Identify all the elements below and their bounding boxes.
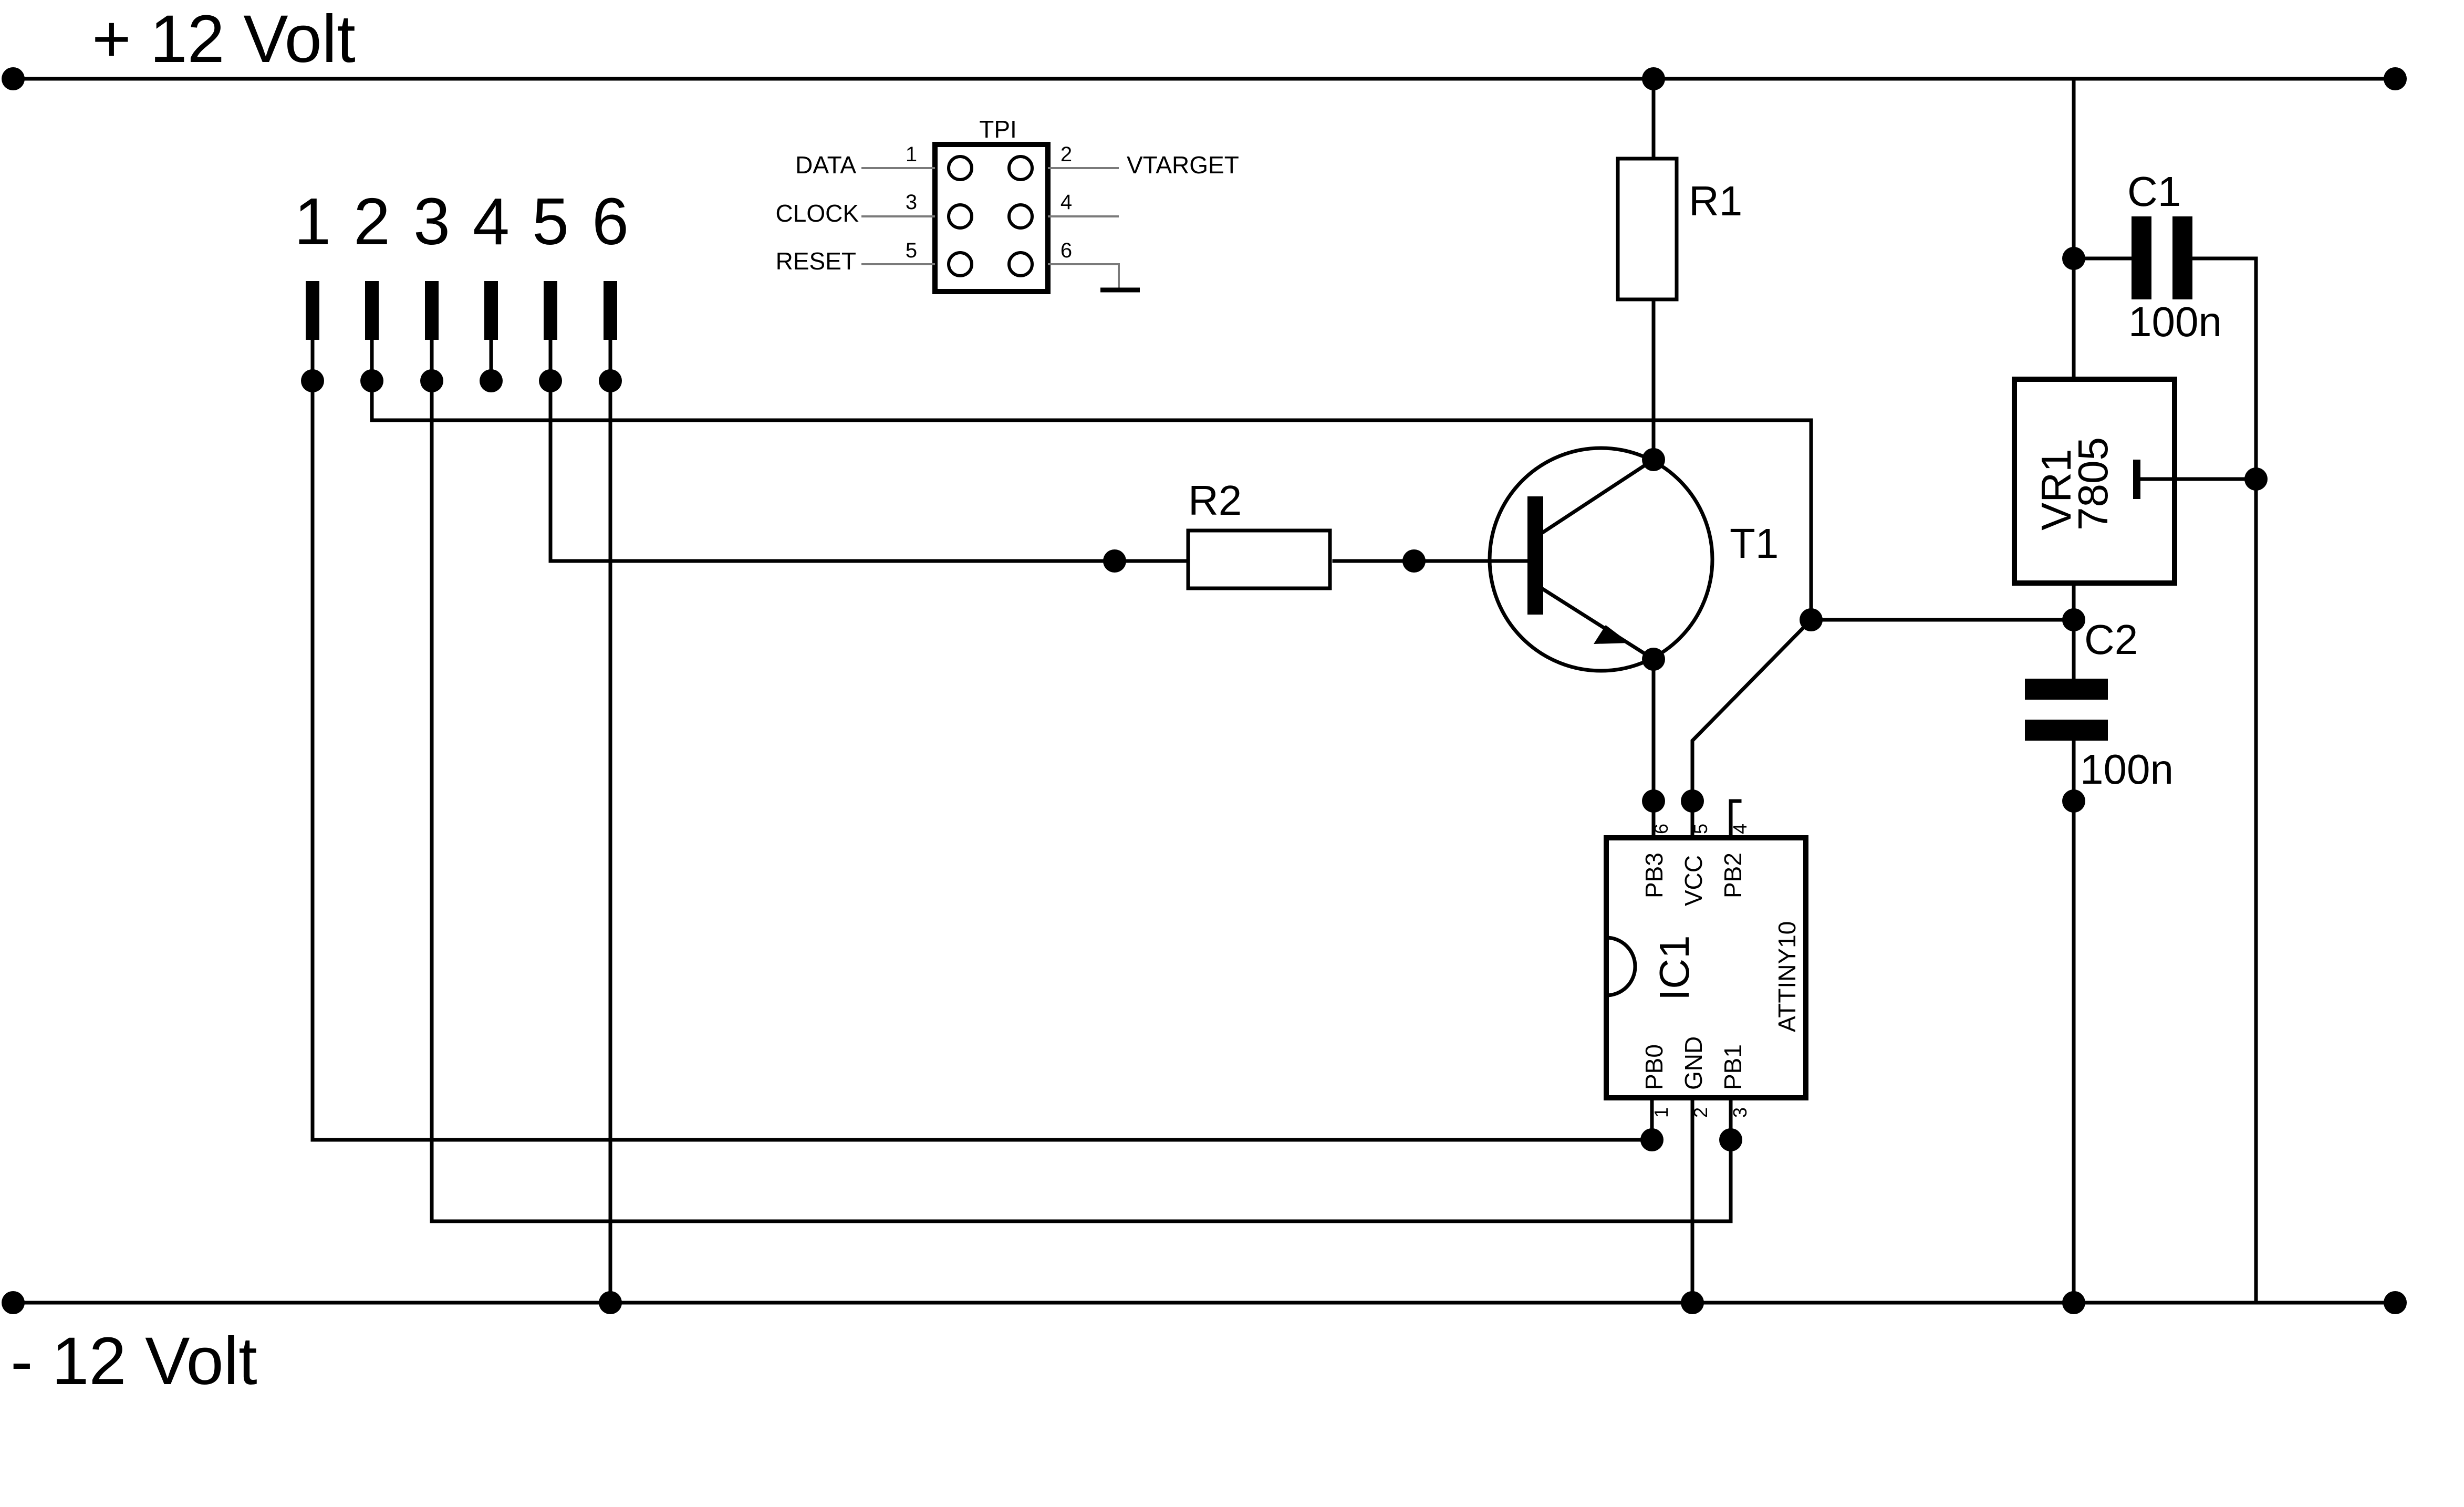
header-pin-3: 3 — [413, 184, 450, 383]
c1-label: C1 — [2127, 168, 2181, 215]
ic1-pin-4-name: PB2 — [1719, 853, 1746, 898]
capacitor-c2: C2 100n — [2025, 616, 2174, 793]
c1-value: 100n — [2128, 298, 2222, 345]
capacitor-c1: C1 100n — [2127, 168, 2222, 345]
ic1-pin-6-name: PB3 — [1640, 853, 1668, 898]
wires — [310, 77, 2258, 1305]
header-pin-5-label: 5 — [532, 184, 569, 258]
tpi-data-label: DATA — [795, 151, 856, 179]
tpi-connector: TPI 1 2 3 4 5 6 DATA VTARGET CLOCK RESET — [776, 116, 1239, 294]
header-pin-4: 4 — [473, 184, 510, 383]
t1-label: T1 — [1730, 520, 1779, 567]
tpi-pin-5-number: 5 — [906, 239, 917, 262]
header-pin-4-label: 4 — [473, 184, 510, 258]
tpi-pin-1-number: 1 — [906, 143, 917, 166]
tpi-clock-label: CLOCK — [776, 200, 859, 227]
ic1-pin-5-number: 5 — [1690, 824, 1711, 834]
tpi-reset-label: RESET — [776, 247, 856, 275]
tpi-title: TPI — [979, 116, 1017, 143]
negative-rail: - 12 Volt — [2, 1291, 2407, 1399]
ic1-pin-1-number: 1 — [1650, 1107, 1672, 1118]
negative-rail-label: - 12 Volt — [11, 1324, 257, 1399]
resistor-r2: R2 — [1186, 477, 1332, 590]
ic1-attiny10: IC1 ATTINY10 PB3 VCC PB2 6 5 4 PB0 GND P… — [1604, 799, 1808, 1118]
r1-label: R1 — [1689, 178, 1742, 224]
transistor-t1: T1 — [1412, 446, 1779, 673]
ic1-part: ATTINY10 — [1773, 921, 1801, 1032]
c2-value: 100n — [2080, 746, 2174, 793]
ic1-label: IC1 — [1651, 936, 1698, 1001]
ic1-pin-3-name: PB1 — [1719, 1044, 1746, 1090]
pin-header: 1 2 3 4 5 6 — [294, 184, 629, 392]
header-pin-2-label: 2 — [354, 184, 390, 258]
resistor-r1: R1 — [1616, 157, 1742, 302]
ic1-pin-2-number: 2 — [1690, 1107, 1711, 1118]
ic1-pin-5-name: VCC — [1680, 855, 1707, 906]
ic1-pin-6-number: 6 — [1650, 824, 1672, 834]
header-pin-5: 5 — [532, 184, 569, 383]
vr1-label: VR1 — [2033, 449, 2080, 531]
tpi-pin-3-number: 3 — [906, 191, 917, 214]
header-pin-1-label: 1 — [294, 184, 331, 258]
ic1-pin-2-name: GND — [1680, 1036, 1707, 1090]
positive-rail: + 12 Volt — [2, 2, 2407, 90]
ic1-pin-1-name: PB0 — [1640, 1044, 1668, 1090]
ic1-pin-3-number: 3 — [1729, 1107, 1751, 1118]
header-pin-1: 1 — [294, 184, 331, 383]
header-pin-2: 2 — [354, 184, 390, 383]
vr1-value: 7805 — [2070, 437, 2116, 531]
header-pin-3-label: 3 — [413, 184, 450, 258]
c2-label: C2 — [2084, 616, 2138, 663]
header-pin-6-label: 6 — [592, 184, 629, 258]
tpi-pin-2-number: 2 — [1061, 143, 1072, 166]
tpi-pin-4-number: 4 — [1061, 191, 1072, 214]
ic1-pin-4-number: 4 — [1729, 824, 1751, 834]
positive-rail-label: + 12 Volt — [92, 2, 356, 77]
regulator-vr1: VR1 7805 — [2012, 377, 2258, 586]
r2-label: R2 — [1188, 477, 1242, 524]
tpi-vtarget-label: VTARGET — [1127, 151, 1239, 179]
header-pin-6: 6 — [592, 184, 629, 383]
tpi-pin-6-number: 6 — [1061, 239, 1072, 262]
